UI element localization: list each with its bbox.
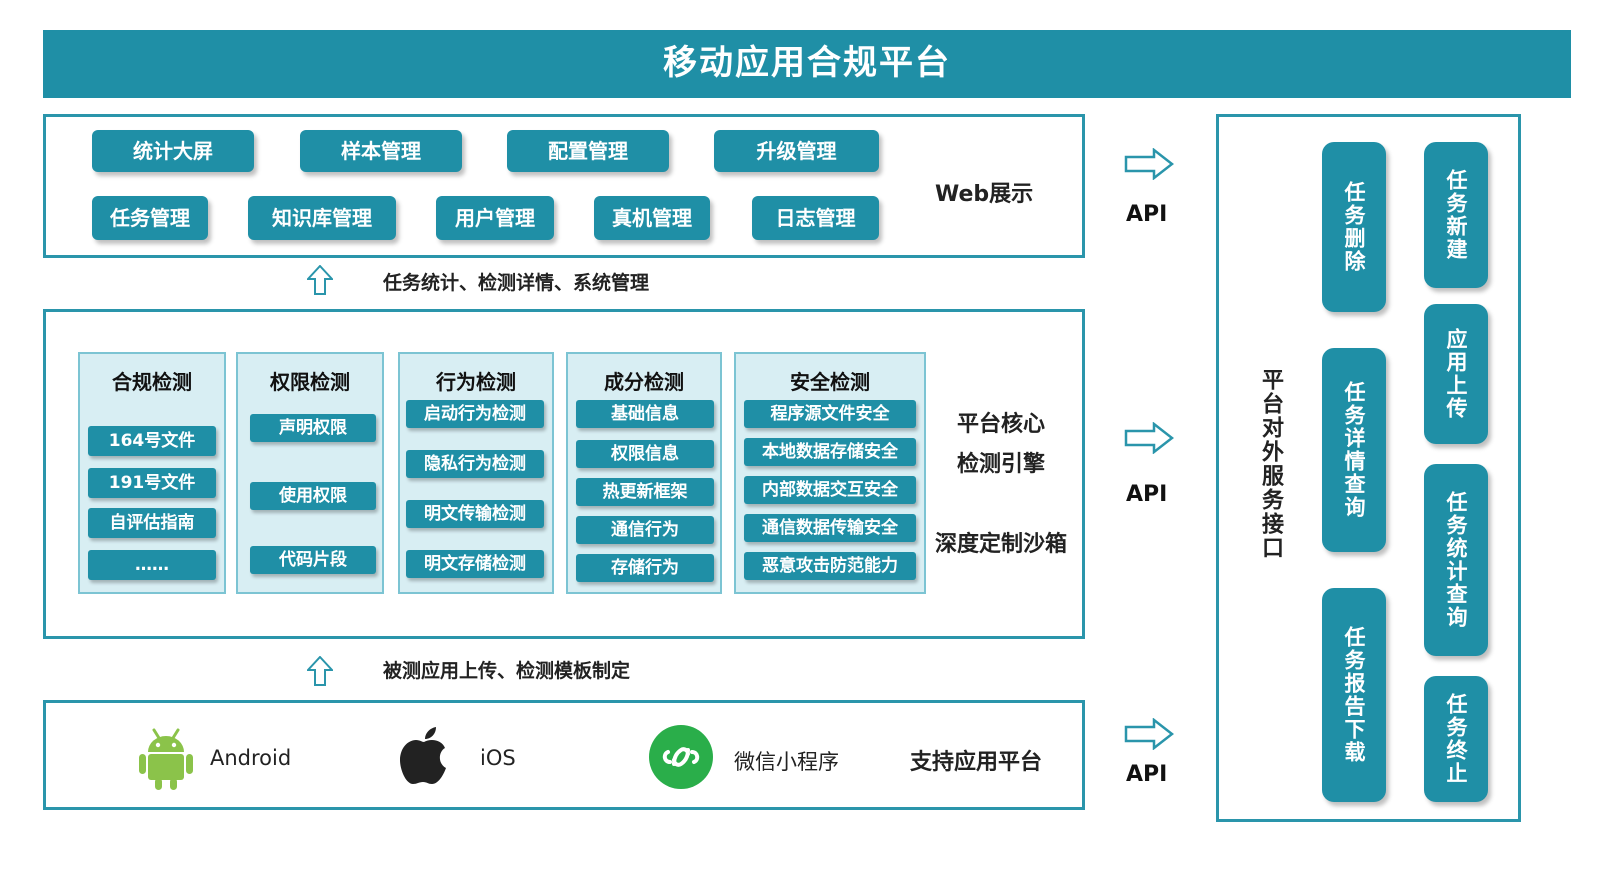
right-arrow-icon (1124, 422, 1174, 454)
web-button-user-management[interactable]: 用户管理 (436, 196, 554, 240)
permission-check-column: 权限检测 声明权限 使用权限 代码片段 (236, 352, 384, 594)
web-display-label: Web展示 (935, 182, 1034, 207)
web-button-log-management[interactable]: 日志管理 (752, 196, 879, 240)
web-button-device-management[interactable]: 真机管理 (594, 196, 710, 240)
android-label: Android (210, 746, 292, 770)
core-label-line1: 平台核心 (957, 412, 1046, 437)
check-item[interactable]: …… (88, 550, 216, 580)
api-button-task-delete[interactable]: 任务删除 (1322, 142, 1386, 312)
web-button-knowledge-base[interactable]: 知识库管理 (248, 196, 396, 240)
check-item[interactable]: 存储行为 (576, 554, 714, 582)
check-item[interactable]: 启动行为检测 (406, 400, 544, 428)
api-button-task-create[interactable]: 任务新建 (1424, 142, 1488, 288)
web-button-upgrade-management[interactable]: 升级管理 (714, 130, 879, 172)
up-arrow-icon (307, 656, 333, 686)
api-button-task-stats-query[interactable]: 任务统计查询 (1424, 464, 1488, 656)
api-label-core: API (1126, 482, 1168, 507)
api-button-task-detail-query[interactable]: 任务详情查询 (1322, 348, 1386, 552)
api-label-web: API (1126, 202, 1168, 227)
android-icon (139, 728, 193, 790)
core-label-line3: 深度定制沙箱 (935, 532, 1068, 557)
check-item[interactable]: 权限信息 (576, 440, 714, 468)
web-button-stats-screen[interactable]: 统计大屏 (92, 130, 254, 172)
check-item[interactable]: 通信行为 (576, 516, 714, 544)
up-arrow-icon (307, 265, 333, 295)
apple-icon (400, 727, 446, 784)
column-title: 成分检测 (604, 370, 684, 394)
check-item[interactable]: 191号文件 (88, 468, 216, 498)
page-title: 移动应用合规平台 (43, 30, 1571, 98)
supported-platforms-panel (43, 700, 1085, 810)
column-title: 合规检测 (112, 370, 192, 394)
web-button-config-management[interactable]: 配置管理 (507, 130, 669, 172)
supported-platforms-label: 支持应用平台 (910, 750, 1043, 775)
check-item[interactable]: 通信数据传输安全 (744, 514, 916, 542)
api-button-app-upload[interactable]: 应用上传 (1424, 304, 1488, 444)
web-button-task-management[interactable]: 任务管理 (92, 196, 208, 240)
check-item[interactable]: 明文传输检测 (406, 500, 544, 528)
check-item[interactable]: 本地数据存储安全 (744, 438, 916, 466)
flow-label-management: 任务统计、检测详情、系统管理 (383, 272, 650, 294)
external-api-title: 平台对外服务接口 (1258, 368, 1283, 560)
check-item[interactable]: 声明权限 (250, 414, 376, 442)
check-item[interactable]: 代码片段 (250, 546, 376, 574)
wechat-miniprogram-icon (649, 725, 713, 789)
check-item[interactable]: 自评估指南 (88, 508, 216, 538)
security-check-column: 安全检测 程序源文件安全 本地数据存储安全 内部数据交互安全 通信数据传输安全 … (734, 352, 926, 594)
column-title: 安全检测 (790, 370, 870, 394)
api-button-task-terminate[interactable]: 任务终止 (1424, 676, 1488, 802)
check-item[interactable]: 明文存储检测 (406, 550, 544, 578)
web-button-sample-management[interactable]: 样本管理 (300, 130, 462, 172)
component-check-column: 成分检测 基础信息 权限信息 热更新框架 通信行为 存储行为 (566, 352, 722, 594)
check-item[interactable]: 内部数据交互安全 (744, 476, 916, 504)
check-item[interactable]: 164号文件 (88, 426, 216, 456)
api-button-task-report-download[interactable]: 任务报告下载 (1322, 588, 1386, 802)
column-title: 权限检测 (270, 370, 350, 394)
right-arrow-icon (1124, 718, 1174, 750)
wechat-miniprogram-label: 微信小程序 (734, 750, 839, 774)
behavior-check-column: 行为检测 启动行为检测 隐私行为检测 明文传输检测 明文存储检测 (398, 352, 554, 594)
check-item[interactable]: 程序源文件安全 (744, 400, 916, 428)
check-item[interactable]: 使用权限 (250, 482, 376, 510)
compliance-check-column: 合规检测 164号文件 191号文件 自评估指南 …… (78, 352, 226, 594)
ios-label: iOS (480, 746, 516, 770)
flow-label-upload: 被测应用上传、检测模板制定 (383, 660, 631, 682)
check-item[interactable]: 热更新框架 (576, 478, 714, 506)
right-arrow-icon (1124, 148, 1174, 180)
check-item[interactable]: 隐私行为检测 (406, 450, 544, 478)
core-label-line2: 检测引擎 (957, 452, 1046, 477)
column-title: 行为检测 (436, 370, 516, 394)
api-label-platform: API (1126, 762, 1168, 787)
check-item[interactable]: 基础信息 (576, 400, 714, 428)
check-item[interactable]: 恶意攻击防范能力 (744, 552, 916, 580)
